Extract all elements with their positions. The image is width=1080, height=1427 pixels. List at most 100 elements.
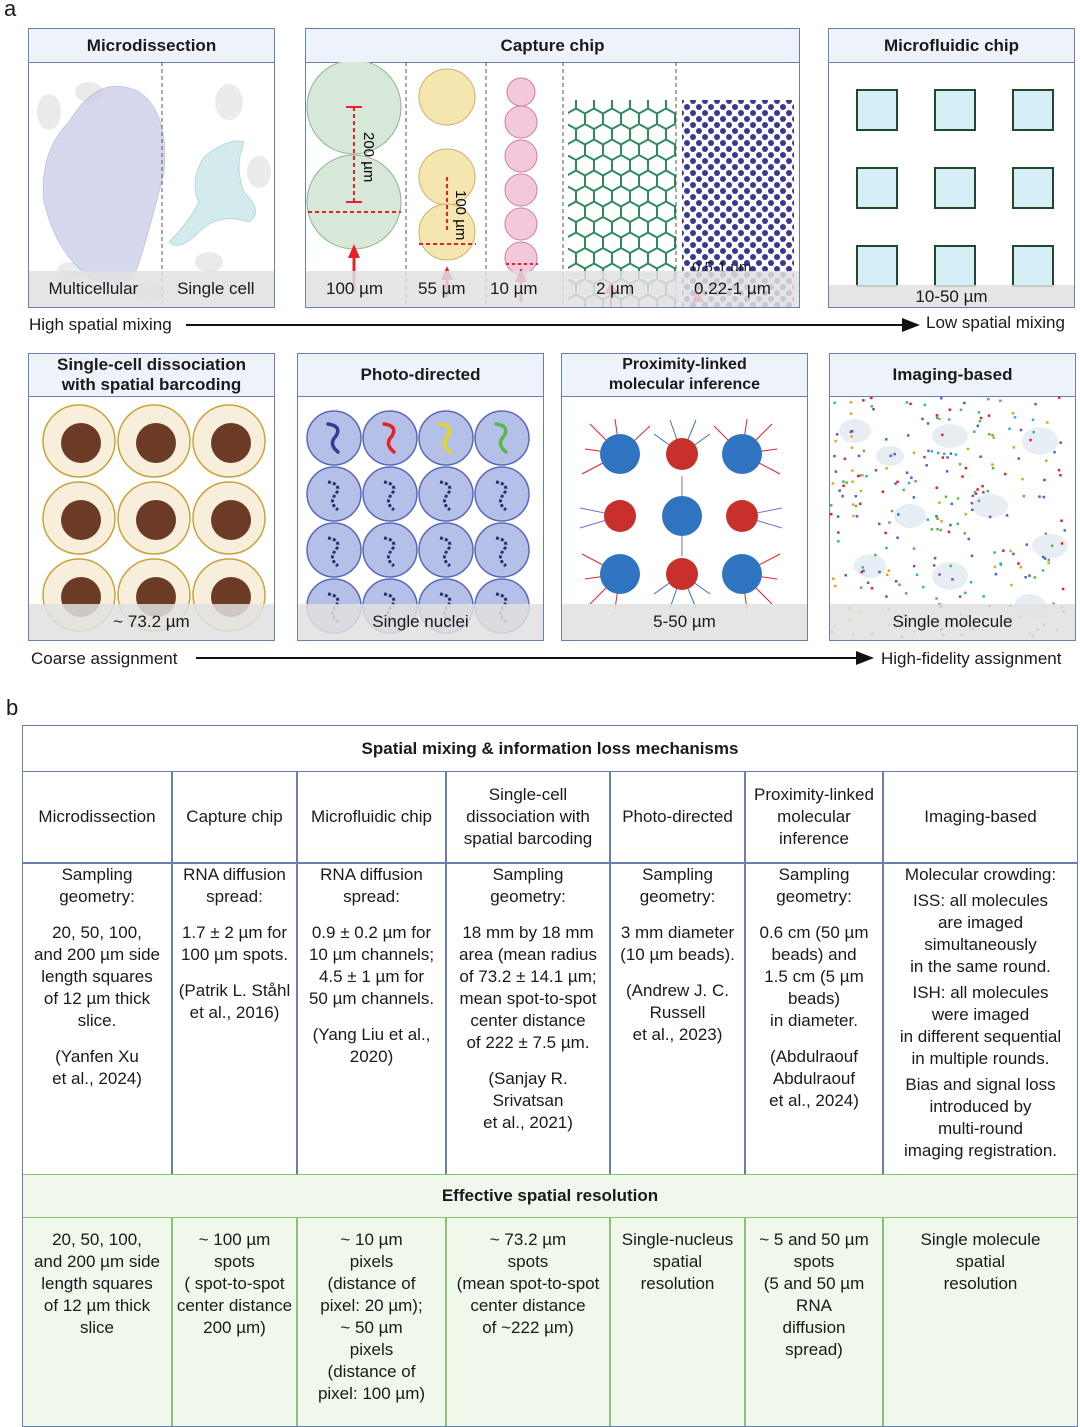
coarse-assignment-label: Coarse assignment <box>31 649 177 669</box>
molecule-dot <box>837 515 840 518</box>
molecule-dot <box>1020 566 1023 569</box>
molecule-dot <box>1004 473 1007 476</box>
microfluidic-chip-box: Microfluidic chip 10-50 µm <box>828 28 1075 308</box>
molecule-dot <box>1024 576 1027 579</box>
molecule-dot <box>872 408 875 411</box>
molecule-dot <box>910 477 913 480</box>
single-cell-title-line2: with spatial barcoding <box>62 375 241 395</box>
microdissection-title: Microdissection <box>29 29 274 63</box>
molecule-dot <box>936 417 939 420</box>
molecule-dot <box>1021 478 1024 481</box>
molecule-dot <box>863 450 866 453</box>
mechanism-cell-capture-chip: RNA diffusion spread:1.7 ± 2 µm for 100 … <box>173 864 296 1174</box>
molecule-dot <box>1038 495 1041 498</box>
high-fidelity-assignment-label: High-fidelity assignment <box>881 649 1061 669</box>
resolution-cell-microdissection: 20, 50, 100, and 200 µm side length squa… <box>23 1229 171 1339</box>
molecule-dot <box>959 595 962 598</box>
molecule-dot <box>860 586 863 589</box>
single-cell-label: Single cell <box>177 279 255 299</box>
molecule-dot <box>936 528 939 531</box>
molecule-dot <box>836 433 839 436</box>
mechanism-cell-microdissection: Sampling geometry:20, 50, 100, and 200 µ… <box>23 864 171 1174</box>
molecule-dot <box>923 456 926 459</box>
molecule-dot <box>909 403 912 406</box>
molecule-dot <box>1013 446 1016 449</box>
molecule-dot <box>921 418 924 421</box>
molecule-dot <box>858 455 861 458</box>
molecule-dot <box>971 509 974 512</box>
molecule-dot <box>1008 428 1011 431</box>
molecule-dot <box>993 551 996 554</box>
molecule-dot <box>838 489 841 492</box>
molecule-dot <box>888 569 891 572</box>
resolution-section: Effective spatial resolution 20, 50, 100… <box>23 1174 1077 1426</box>
molecule-dot <box>841 495 844 498</box>
col-header-single-cell: Single-cell dissociation with spatial ba… <box>447 772 609 862</box>
molecule-dot <box>851 469 854 472</box>
molecule-dot <box>941 434 944 437</box>
molecule-dot <box>950 452 953 455</box>
row1-arrow <box>186 315 922 335</box>
molecule-dot <box>978 500 981 503</box>
molecule-dot <box>1010 584 1013 587</box>
molecule-dot <box>857 475 860 478</box>
molecule-dot <box>862 399 865 402</box>
molecule-dot <box>940 520 943 523</box>
molecule-dot <box>851 447 854 450</box>
molecule-dot <box>896 537 899 540</box>
molecule-dot <box>961 475 964 478</box>
single-cell-dissociation-box: Single-cell dissociation with spatial ba… <box>28 353 275 641</box>
microfluidic-grid <box>829 62 1074 307</box>
resolution-cell-single-cell: ~ 73.2 µm spots (mean spot-to-spot cente… <box>447 1229 609 1339</box>
photo-directed-box: Photo-directed Single nuclei <box>297 353 544 641</box>
molecule-dot <box>902 489 905 492</box>
molecule-dot <box>896 481 899 484</box>
molecule-dot <box>927 422 930 425</box>
molecule-dot <box>842 480 845 483</box>
molecule-dot <box>832 578 835 581</box>
chip-label-2: 2 µm <box>596 279 634 299</box>
col-header-photo-directed: Photo-directed <box>611 772 744 862</box>
col-header-capture-chip: Capture chip <box>173 772 296 862</box>
molecule-dot <box>965 467 968 470</box>
molecule-dot <box>1032 419 1035 422</box>
molecule-dot <box>855 505 858 508</box>
molecule-dot <box>973 430 976 433</box>
molecule-dot <box>1028 574 1031 577</box>
photo-directed-label: Single nuclei <box>298 604 543 640</box>
molecule-dot <box>850 431 853 434</box>
molecule-dot <box>1043 496 1046 499</box>
molecule-dot <box>862 570 865 573</box>
molecule-dot <box>1032 431 1035 434</box>
molecule-dot <box>925 464 928 467</box>
molecule-dot <box>1061 542 1064 545</box>
molecule-dot <box>878 523 881 526</box>
molecule-dot <box>1051 545 1054 548</box>
molecule-dot <box>1017 562 1020 565</box>
molecule-dot <box>1023 495 1026 498</box>
molecule-dot <box>955 453 958 456</box>
molecule-dot <box>982 595 985 598</box>
chip-label-022: 0.22-1 µm <box>694 279 771 299</box>
capture-chip-box: Capture chip 200 µm 100 µm <box>305 28 800 308</box>
molecule-dot <box>913 547 916 550</box>
molecule-dot <box>845 574 848 577</box>
molecule-dot <box>935 597 938 600</box>
molecule-dot <box>971 502 974 505</box>
molecule-dot <box>895 580 898 583</box>
molecule-dot <box>834 585 837 588</box>
molecule-dot <box>1060 520 1063 523</box>
molecule-dot <box>963 402 966 405</box>
microfluidic-label: 10-50 µm <box>829 285 1074 307</box>
molecule-dot <box>913 496 916 499</box>
mechanism-cell-imaging: Molecular crowding:ISS: all molecules ar… <box>884 864 1077 1174</box>
resolution-cell-capture-chip: ~ 100 µm spots ( spot-to-spot center dis… <box>171 1229 298 1339</box>
molecule-dot <box>992 467 995 470</box>
molecule-dot <box>924 404 927 407</box>
molecule-dot <box>833 402 836 405</box>
molecule-dot <box>1002 549 1005 552</box>
microdissection-box: Microdissection Multicellular Single cel… <box>28 28 275 308</box>
molecule-dot <box>1046 421 1049 424</box>
molecule-dot <box>1062 588 1065 591</box>
molecule-dot <box>938 418 941 421</box>
